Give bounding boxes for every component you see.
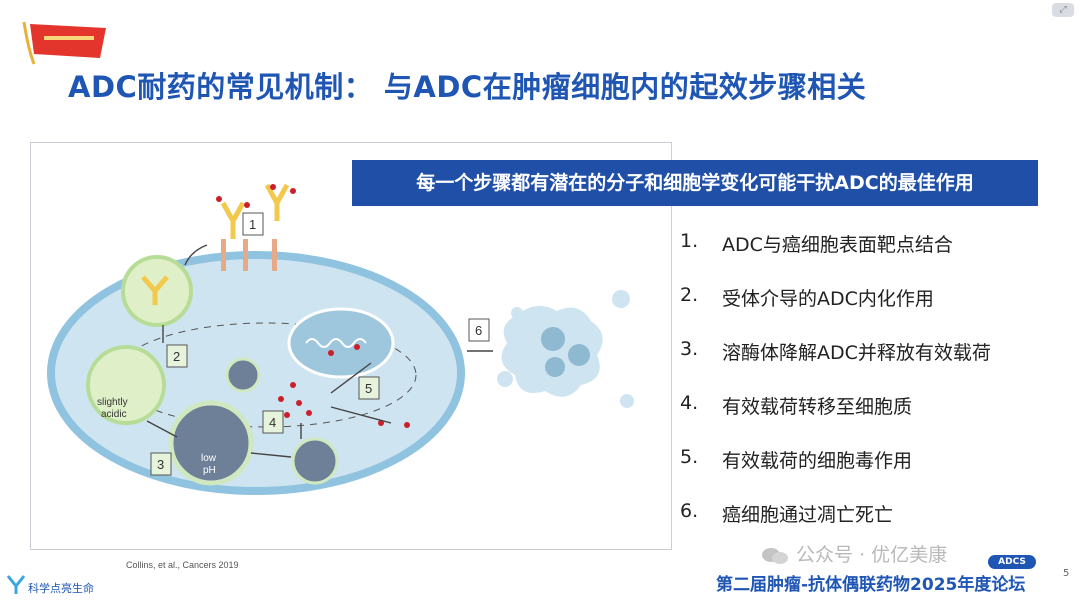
step-box-label: 3: [157, 457, 164, 472]
citation: Collins, et al., Cancers 2019: [126, 560, 239, 570]
payload-molecules: [278, 344, 410, 428]
list-item: 1.ADC与癌细胞表面靶点结合: [680, 230, 953, 256]
step-box-4: [262, 410, 284, 434]
receptor: [221, 239, 226, 271]
organization-logo-icon: [6, 575, 26, 594]
lysosome-low-ph: [168, 400, 254, 486]
slide-title: ADC耐药的常见机制： 与ADC在肿瘤细胞内的起效步骤相关: [68, 70, 867, 104]
step-box-label: 2: [173, 349, 180, 364]
mechanism-steps-list: 1.ADC与癌细胞表面靶点结合 2.受体介导的ADC内化作用 3.溶酶体降解AD…: [680, 230, 991, 554]
conference-flag-logo: [22, 21, 106, 65]
dna-icon: [305, 338, 367, 348]
adc-mechanism-diagram: slightly acidic low pH 1 2 3 4 5 6: [47, 183, 634, 495]
acidic-label: acidic: [101, 409, 127, 420]
endosome-slightly-acidic: [86, 345, 166, 425]
adcs-badge: ADCS: [988, 555, 1036, 569]
organization-slogan: 科学点亮生命: [28, 582, 94, 595]
low-label: low: [201, 453, 217, 464]
step-box-2: [166, 344, 188, 368]
step-box-3: [150, 452, 172, 476]
key-message-banner: 每一个步骤都有潜在的分子和细胞学变化可能干扰ADC的最佳作用: [352, 160, 1038, 206]
forum-footer-title: 第二届肿瘤-抗体偶联药物2025年度论坛: [716, 575, 1026, 595]
list-item: 3.溶酶体降解ADC并释放有效载荷: [680, 338, 991, 364]
expand-icon[interactable]: ⤢: [1052, 3, 1074, 17]
process-arrows: [146, 244, 493, 458]
wechat-icon: [762, 547, 788, 564]
slightly-label: slightly: [97, 397, 128, 408]
list-item: 6.癌细胞通过凋亡死亡: [680, 500, 894, 526]
lysosome: [291, 437, 339, 485]
step-box-label: 1: [249, 217, 256, 232]
wechat-watermark: 公众号 · 优亿美康: [760, 540, 947, 567]
adc-antibody-icon: [216, 196, 250, 239]
step-box-1: [242, 212, 264, 236]
ph-label: pH: [203, 465, 216, 476]
adc-antibody-icon: [264, 183, 296, 221]
mechanism-figure: slightly acidic low pH 1 2 3 4 5 6: [30, 142, 672, 550]
lysosome: [225, 357, 261, 393]
step-box-label: 5: [365, 381, 372, 396]
page-number: 5: [1063, 568, 1070, 579]
receptor: [272, 239, 277, 271]
list-item: 2.受体介导的ADC内化作用: [680, 284, 934, 310]
apoptotic-cell: [497, 290, 634, 408]
step-box-5: [358, 376, 380, 400]
adc-antibody-icon: [141, 275, 169, 305]
list-item: 4.有效载荷转移至细胞质: [680, 392, 913, 418]
receptor: [243, 239, 248, 271]
step-box-label: 4: [269, 415, 276, 430]
list-item: 5.有效载荷的细胞毒作用: [680, 446, 913, 472]
cytoskeleton-track: [115, 322, 417, 428]
step-box-label: 6: [475, 323, 482, 338]
step-box-6: [468, 318, 490, 342]
